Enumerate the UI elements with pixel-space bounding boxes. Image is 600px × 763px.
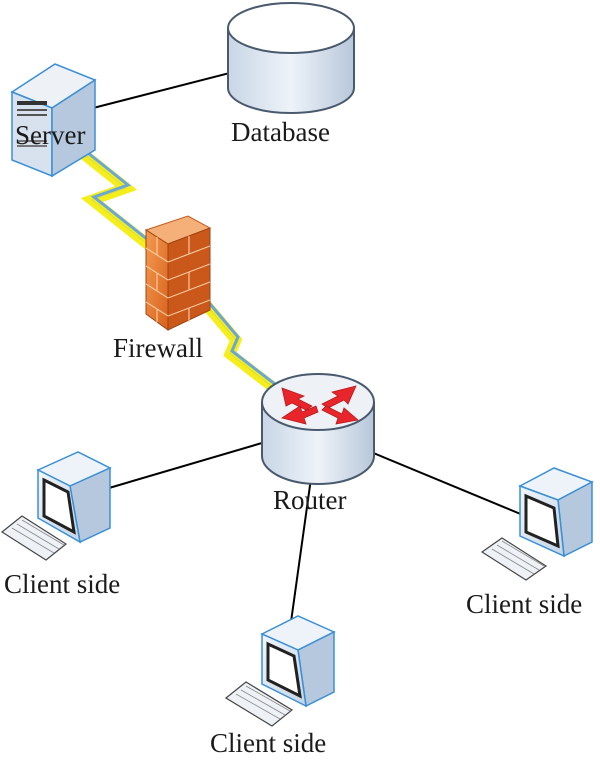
keyboard-icon (480, 537, 548, 581)
firewall-icon (144, 215, 212, 331)
client-computer-icon (260, 615, 336, 708)
client-computer-icon (36, 451, 112, 544)
keyboard-icon (224, 681, 294, 727)
client-right-label: Client side (466, 589, 583, 619)
database-icon (227, 2, 355, 114)
server-icon (10, 63, 97, 178)
server-label: Server (15, 120, 86, 150)
router-label: Router (273, 485, 347, 515)
keyboard-icon (0, 515, 68, 561)
client-computer-icon (518, 467, 594, 558)
client-left-label: Client side (4, 569, 121, 599)
router-icon (261, 373, 375, 485)
database-label: Database (231, 117, 330, 147)
client-bottom-label: Client side (210, 728, 327, 758)
firewall-label: Firewall (113, 333, 203, 363)
